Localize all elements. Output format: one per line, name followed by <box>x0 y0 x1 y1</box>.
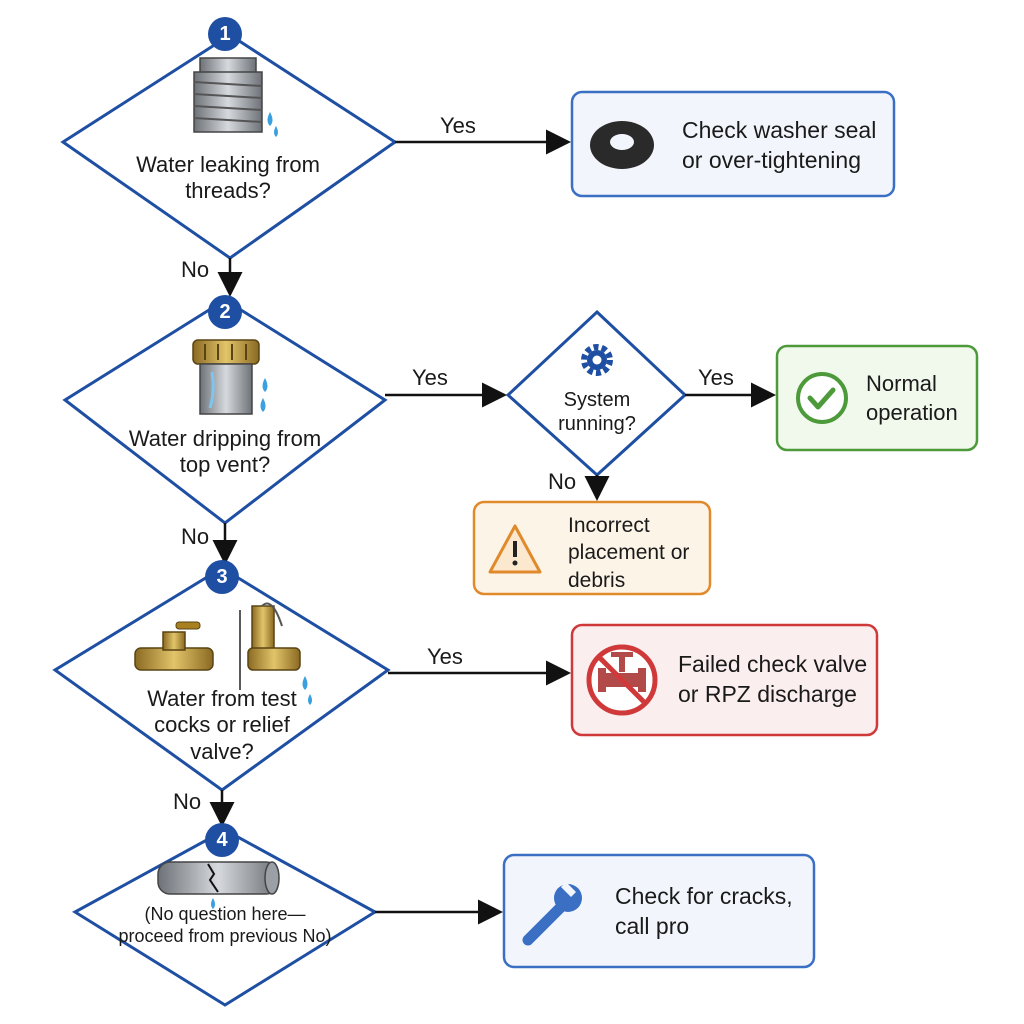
decision-1-question: Water leaking from threads? <box>136 152 320 204</box>
warning-icon <box>488 524 542 574</box>
badge-3 <box>205 560 239 594</box>
badge-3-number: 3 <box>216 566 228 588</box>
badge-4-number: 4 <box>216 829 228 851</box>
no-valve-icon <box>586 644 658 716</box>
badge-2 <box>208 295 242 329</box>
outcome-failed-box <box>570 623 879 737</box>
outcome-cracks-text: Check for cracks, call pro <box>615 883 793 939</box>
outcome-cracks-box <box>502 853 816 969</box>
badge-1 <box>208 17 242 51</box>
outcome-normal-box <box>775 344 979 452</box>
sub-decision-question: System running? <box>558 389 636 435</box>
badge-1-number: 1 <box>219 23 231 45</box>
decision-2-question: Water dripping from top vent? <box>128 426 322 478</box>
outcome-washer-text: Check washer seal or over-tightening <box>682 117 877 173</box>
check-circle-icon <box>796 372 848 424</box>
relief-valve-icon <box>247 602 312 705</box>
washer-icon <box>590 121 654 169</box>
label-no-2: No <box>181 524 210 549</box>
decision-3-question: Water from test cocks or relief valve? <box>147 686 297 764</box>
outcome-normal-text: Normal operation <box>866 371 958 425</box>
label-yes-1: Yes <box>440 113 476 138</box>
label-yes-sub: Yes <box>698 365 734 390</box>
badge-2-number: 2 <box>219 301 231 323</box>
decision-4-question: (No question here— proceed from previous… <box>118 904 332 946</box>
decision-4-diamond <box>72 828 378 1007</box>
outcome-placement-text: Incorrect placement or debris <box>568 514 690 592</box>
outcome-failed-text: Failed check valve or RPZ discharge <box>678 651 868 707</box>
threaded-fitting-icon <box>193 57 278 137</box>
label-no-1: No <box>181 257 210 282</box>
wrench-icon <box>522 882 582 946</box>
vent-cap-icon <box>192 339 268 415</box>
outcome-washer-box <box>570 90 896 198</box>
gear-icon <box>581 344 613 376</box>
cracked-pipe-icon <box>157 861 280 909</box>
label-no-sub: No <box>548 469 577 494</box>
label-yes-3: Yes <box>427 644 463 669</box>
badge-4 <box>205 823 239 857</box>
test-cock-icon <box>134 610 241 690</box>
label-yes-2: Yes <box>412 365 448 390</box>
label-no-3: No <box>173 789 202 814</box>
